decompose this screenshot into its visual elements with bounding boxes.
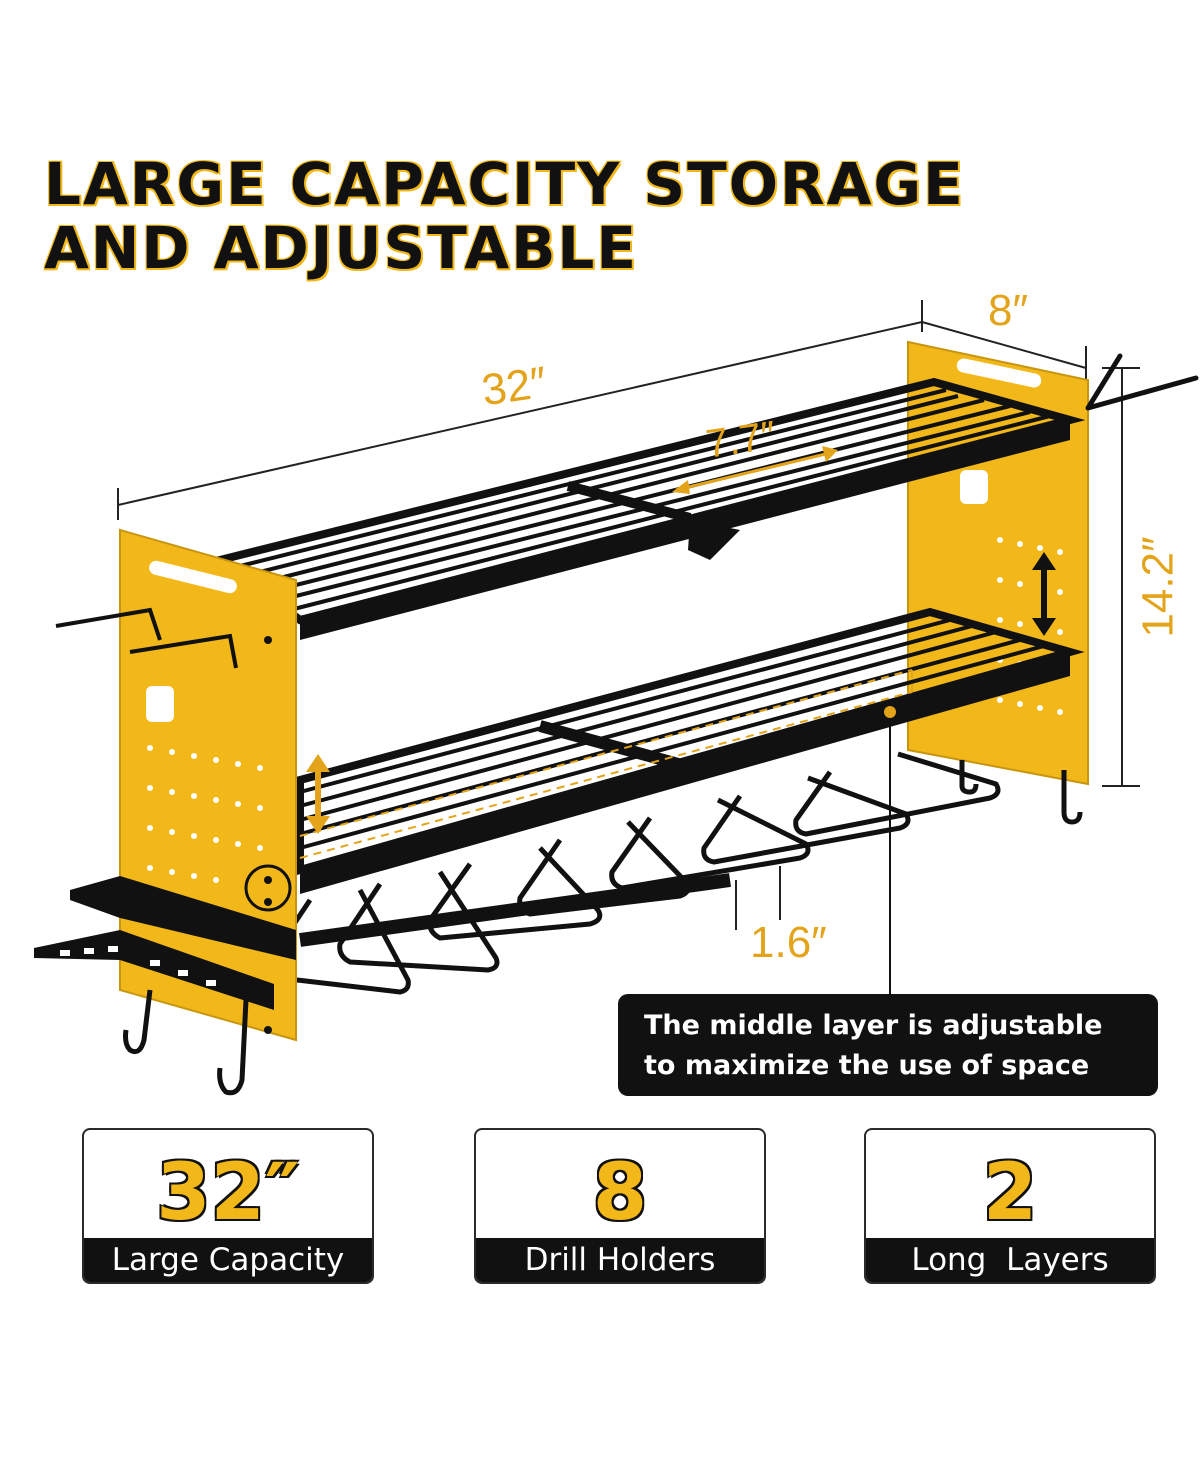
headline: LARGE CAPACITY STORAGE AND ADJUSTABLE (44, 152, 1044, 280)
note-line-1: The middle layer is adjustable (644, 1010, 1103, 1041)
holder-gap-dimension: 1.6″ (750, 918, 827, 967)
stat-card-capacity: 32″ Large Capacity (82, 1128, 374, 1284)
stat-value: 8 (592, 1148, 648, 1238)
stat-card-drill-holders: 8 Drill Holders (474, 1128, 766, 1284)
stat-label: Drill Holders (476, 1238, 764, 1282)
dimension-lines (117, 300, 1140, 930)
stat-label: Long Layers (866, 1238, 1154, 1282)
note-line-2: to maximize the use of space (644, 1050, 1090, 1081)
stat-card-layers: 2 Long Layers (864, 1128, 1156, 1284)
adjustable-layer-note: The middle layer is adjustable to maximi… (618, 994, 1158, 1096)
stat-value: 2 (982, 1148, 1038, 1238)
headline-line-1: LARGE CAPACITY STORAGE (44, 150, 965, 218)
height-dimension: 14.2″ (1133, 536, 1183, 638)
shelf-depth-dimension: 7.7″ (703, 413, 779, 467)
middle-shelf (296, 607, 1085, 994)
adjust-screw-highlight (244, 864, 292, 912)
stat-value: 32″ (156, 1148, 300, 1238)
left-side-panel (34, 528, 297, 1096)
headline-line-2: AND ADJUSTABLE (44, 214, 638, 282)
stat-label: Large Capacity (84, 1238, 372, 1282)
arrow-icons (306, 446, 1056, 834)
depth-dimension: 8″ (988, 286, 1029, 335)
length-dimension: 32″ (478, 357, 550, 416)
